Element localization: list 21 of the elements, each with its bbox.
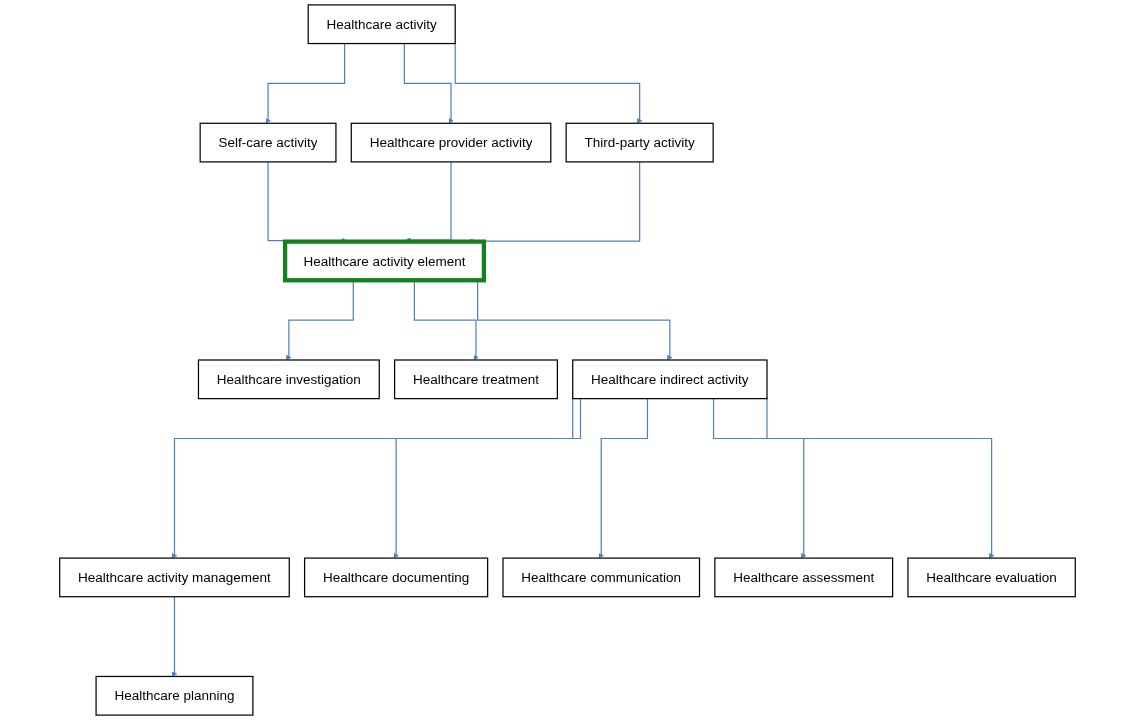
- arrow: [598, 398, 649, 559]
- node-box: Healthcare assessment: [714, 557, 894, 598]
- node-box: Healthcare activity: [307, 4, 456, 45]
- node-box: Healthcare provider activity: [350, 122, 552, 163]
- node-box: Healthcare planning: [95, 675, 254, 716]
- arrow: [171, 596, 178, 677]
- node-box: Healthcare indirect activity: [572, 359, 768, 400]
- node-box: Healthcare activity element: [282, 239, 487, 283]
- arrow: [712, 398, 807, 559]
- node-box: Healthcare activity management: [59, 557, 290, 598]
- arrow: [766, 396, 995, 559]
- arrow: [393, 398, 582, 559]
- node-box: Healthcare investigation: [197, 359, 380, 400]
- arrow: [265, 42, 346, 124]
- arrow: [403, 42, 454, 124]
- node-box: Self-care activity: [199, 122, 337, 163]
- node-box: Healthcare communication: [502, 557, 701, 598]
- node-box: Healthcare documenting: [303, 557, 489, 598]
- node-box: Healthcare treatment: [394, 359, 558, 400]
- node-box: Healthcare evaluation: [907, 557, 1076, 598]
- node-box: Third-party activity: [565, 122, 714, 163]
